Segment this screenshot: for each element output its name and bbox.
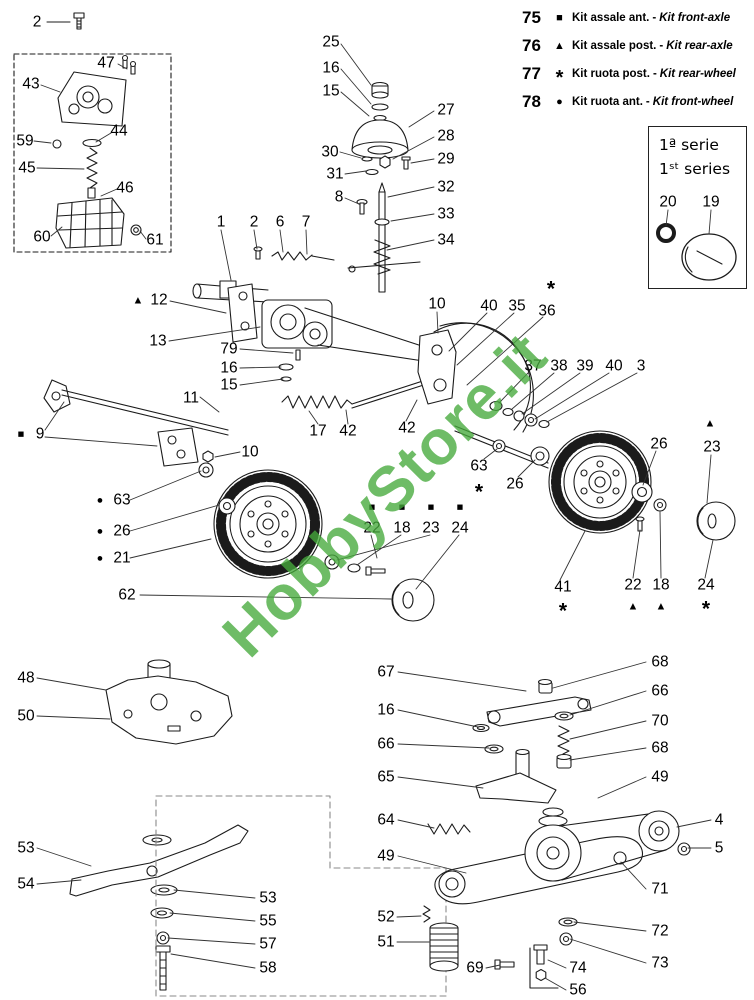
rear-wheel-hardware [631, 481, 736, 541]
legend-separator: - [652, 68, 657, 80]
inset-kit-box [13, 53, 172, 253]
pulley-washers [558, 917, 578, 946]
belt-arm-assembly [434, 807, 691, 905]
legend-label-it: Kit assale ant. [572, 12, 650, 24]
legend-number: 75 [522, 8, 541, 27]
kit-boundary [155, 795, 447, 997]
front-wheel [213, 469, 323, 579]
screw-part-2 [46, 12, 85, 30]
legend-number: 78 [522, 92, 541, 111]
legend-label-en: Kit rear-axle [666, 40, 733, 52]
legend-number: 77 [522, 64, 541, 83]
front-wheel-hardware [198, 462, 435, 622]
legend-item-75: 75 ■ Kit assale ant.-Kit front-axle [522, 4, 752, 32]
idler-arm-upper [472, 678, 592, 804]
transmission-assembly [192, 280, 431, 382]
legend-label-en: Kit rear-wheel [659, 68, 736, 80]
rear-wheel [548, 430, 652, 534]
bottom-fasteners [494, 944, 559, 989]
drive-shaft-vertical [347, 182, 421, 293]
series-box: 1ª serie 1ˢᵗ series [648, 126, 747, 289]
spring-rod-parts [253, 246, 335, 261]
series-title-line1: 1ª serie [659, 136, 719, 154]
legend-label-it: Kit assale post. [572, 40, 657, 52]
tension-spring [281, 377, 434, 409]
blade [69, 824, 249, 897]
legend-label-it: Kit ruota post. [572, 68, 650, 80]
height-adjuster [422, 905, 459, 972]
legend-label-en: Kit front-axle [659, 12, 731, 24]
series-title-line2: 1ˢᵗ series [659, 160, 731, 179]
legend-item-77: 77*Kit ruota post.-Kit rear-wheel [522, 64, 736, 89]
front-axle-rod [43, 379, 229, 467]
legend-number: 76 [522, 36, 541, 55]
legend-symbol: ▲ [554, 40, 565, 52]
axle-washers [489, 400, 550, 466]
blade-hub-plate [105, 659, 233, 745]
legend-label-en: Kit front-wheel [652, 96, 734, 108]
fill-cap-assembly [351, 81, 411, 176]
series-parts [656, 223, 737, 281]
legend-separator: - [659, 40, 664, 52]
idler-spring [427, 823, 471, 835]
inset-gearbox-drawing [52, 54, 142, 249]
legend-separator: - [645, 96, 650, 108]
legend-item-78: 78 ● Kit ruota ant.-Kit front-wheel [522, 88, 752, 116]
legend-item-76: 76 ▲ Kit assale post.-Kit rear-axle [522, 32, 752, 60]
blade-bolt-stack [150, 884, 178, 991]
legend-label-it: Kit ruota ant. [572, 96, 643, 108]
legend-separator: - [652, 12, 657, 24]
legend-symbol: ● [556, 96, 563, 108]
leader-lines [33, 43, 714, 991]
legend-symbol: ■ [556, 12, 563, 24]
